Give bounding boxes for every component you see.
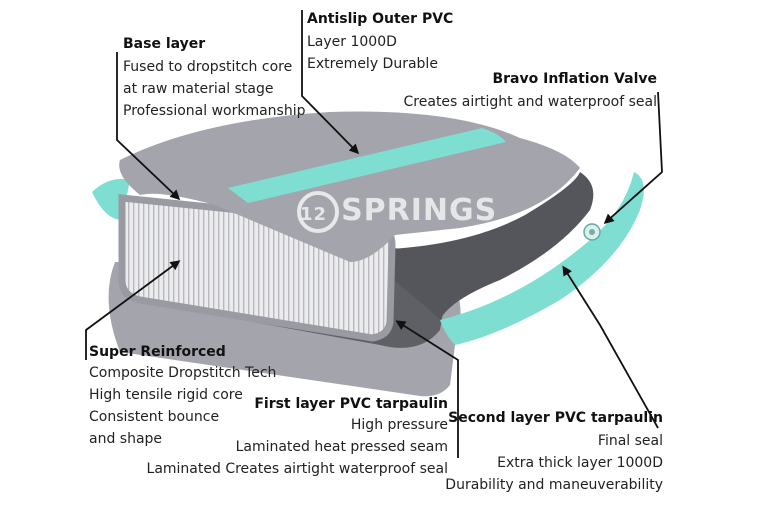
base-layer-line: at raw material stage bbox=[123, 81, 274, 97]
second-layer-line: Extra thick layer 1000D bbox=[497, 455, 663, 471]
valve-line: Creates airtight and waterproof seal bbox=[403, 94, 657, 110]
super-reinforced-title: Super Reinforced bbox=[89, 344, 226, 360]
leader-super-reinforced bbox=[85, 260, 181, 360]
super-reinforced-line: High tensile rigid core bbox=[89, 387, 243, 403]
first-layer-line: Laminated Creates airtight waterproof se… bbox=[146, 461, 448, 477]
callout-first-layer: First layer PVC tarpaulin High pressure … bbox=[147, 394, 448, 480]
leader-first-layer bbox=[395, 320, 459, 458]
leader-second-layer bbox=[562, 265, 659, 429]
watermark: 12 SPRINGS bbox=[298, 193, 497, 228]
watermark-text: SPRINGS bbox=[341, 193, 498, 228]
second-layer-line: Durability and maneuverability bbox=[445, 477, 663, 493]
watermark-badge-number: 12 bbox=[300, 204, 328, 225]
callout-super-reinforced: Super Reinforced Composite Dropstitch Te… bbox=[89, 342, 276, 450]
super-reinforced-line: Composite Dropstitch Tech bbox=[89, 365, 277, 381]
leader-antislip bbox=[301, 10, 360, 155]
leader-valve bbox=[603, 91, 663, 224]
callout-second-layer: Second layer PVC tarpaulin Final seal Ex… bbox=[445, 408, 663, 496]
base-layer-line: Professional workmanship bbox=[123, 103, 306, 119]
valve-title: Bravo Inflation Valve bbox=[492, 71, 657, 87]
first-layer-line: High pressure bbox=[350, 417, 448, 433]
callout-base-layer: Base layer Fused to dropstitch core at r… bbox=[123, 34, 306, 122]
super-reinforced-line: and shape bbox=[89, 431, 163, 447]
antislip-line: Layer 1000D bbox=[307, 34, 397, 50]
super-reinforced-line: Consistent bounce bbox=[89, 409, 220, 425]
second-layer-line: Final seal bbox=[597, 433, 663, 449]
antislip-title: Antislip Outer PVC bbox=[307, 11, 454, 27]
watermark-badge bbox=[297, 191, 339, 233]
base-layer-title: Base layer bbox=[123, 36, 206, 52]
leader-base-layer bbox=[116, 52, 181, 201]
second-tarpaulin-dark bbox=[355, 172, 594, 320]
callout-antislip: Antislip Outer PVC Layer 1000D Extremely… bbox=[307, 9, 453, 75]
first-layer-line: Laminated heat pressed seam bbox=[235, 439, 448, 455]
first-layer-title: First layer PVC tarpaulin bbox=[254, 396, 448, 412]
second-layer-title: Second layer PVC tarpaulin bbox=[448, 410, 663, 426]
base-layer-line: Fused to dropstitch core bbox=[123, 59, 293, 75]
antislip-line: Extremely Durable bbox=[307, 56, 438, 72]
callout-valve: Bravo Inflation Valve Creates airtight a… bbox=[404, 69, 657, 113]
teal-strip-right bbox=[440, 172, 644, 345]
teal-stripe-top bbox=[228, 128, 506, 203]
